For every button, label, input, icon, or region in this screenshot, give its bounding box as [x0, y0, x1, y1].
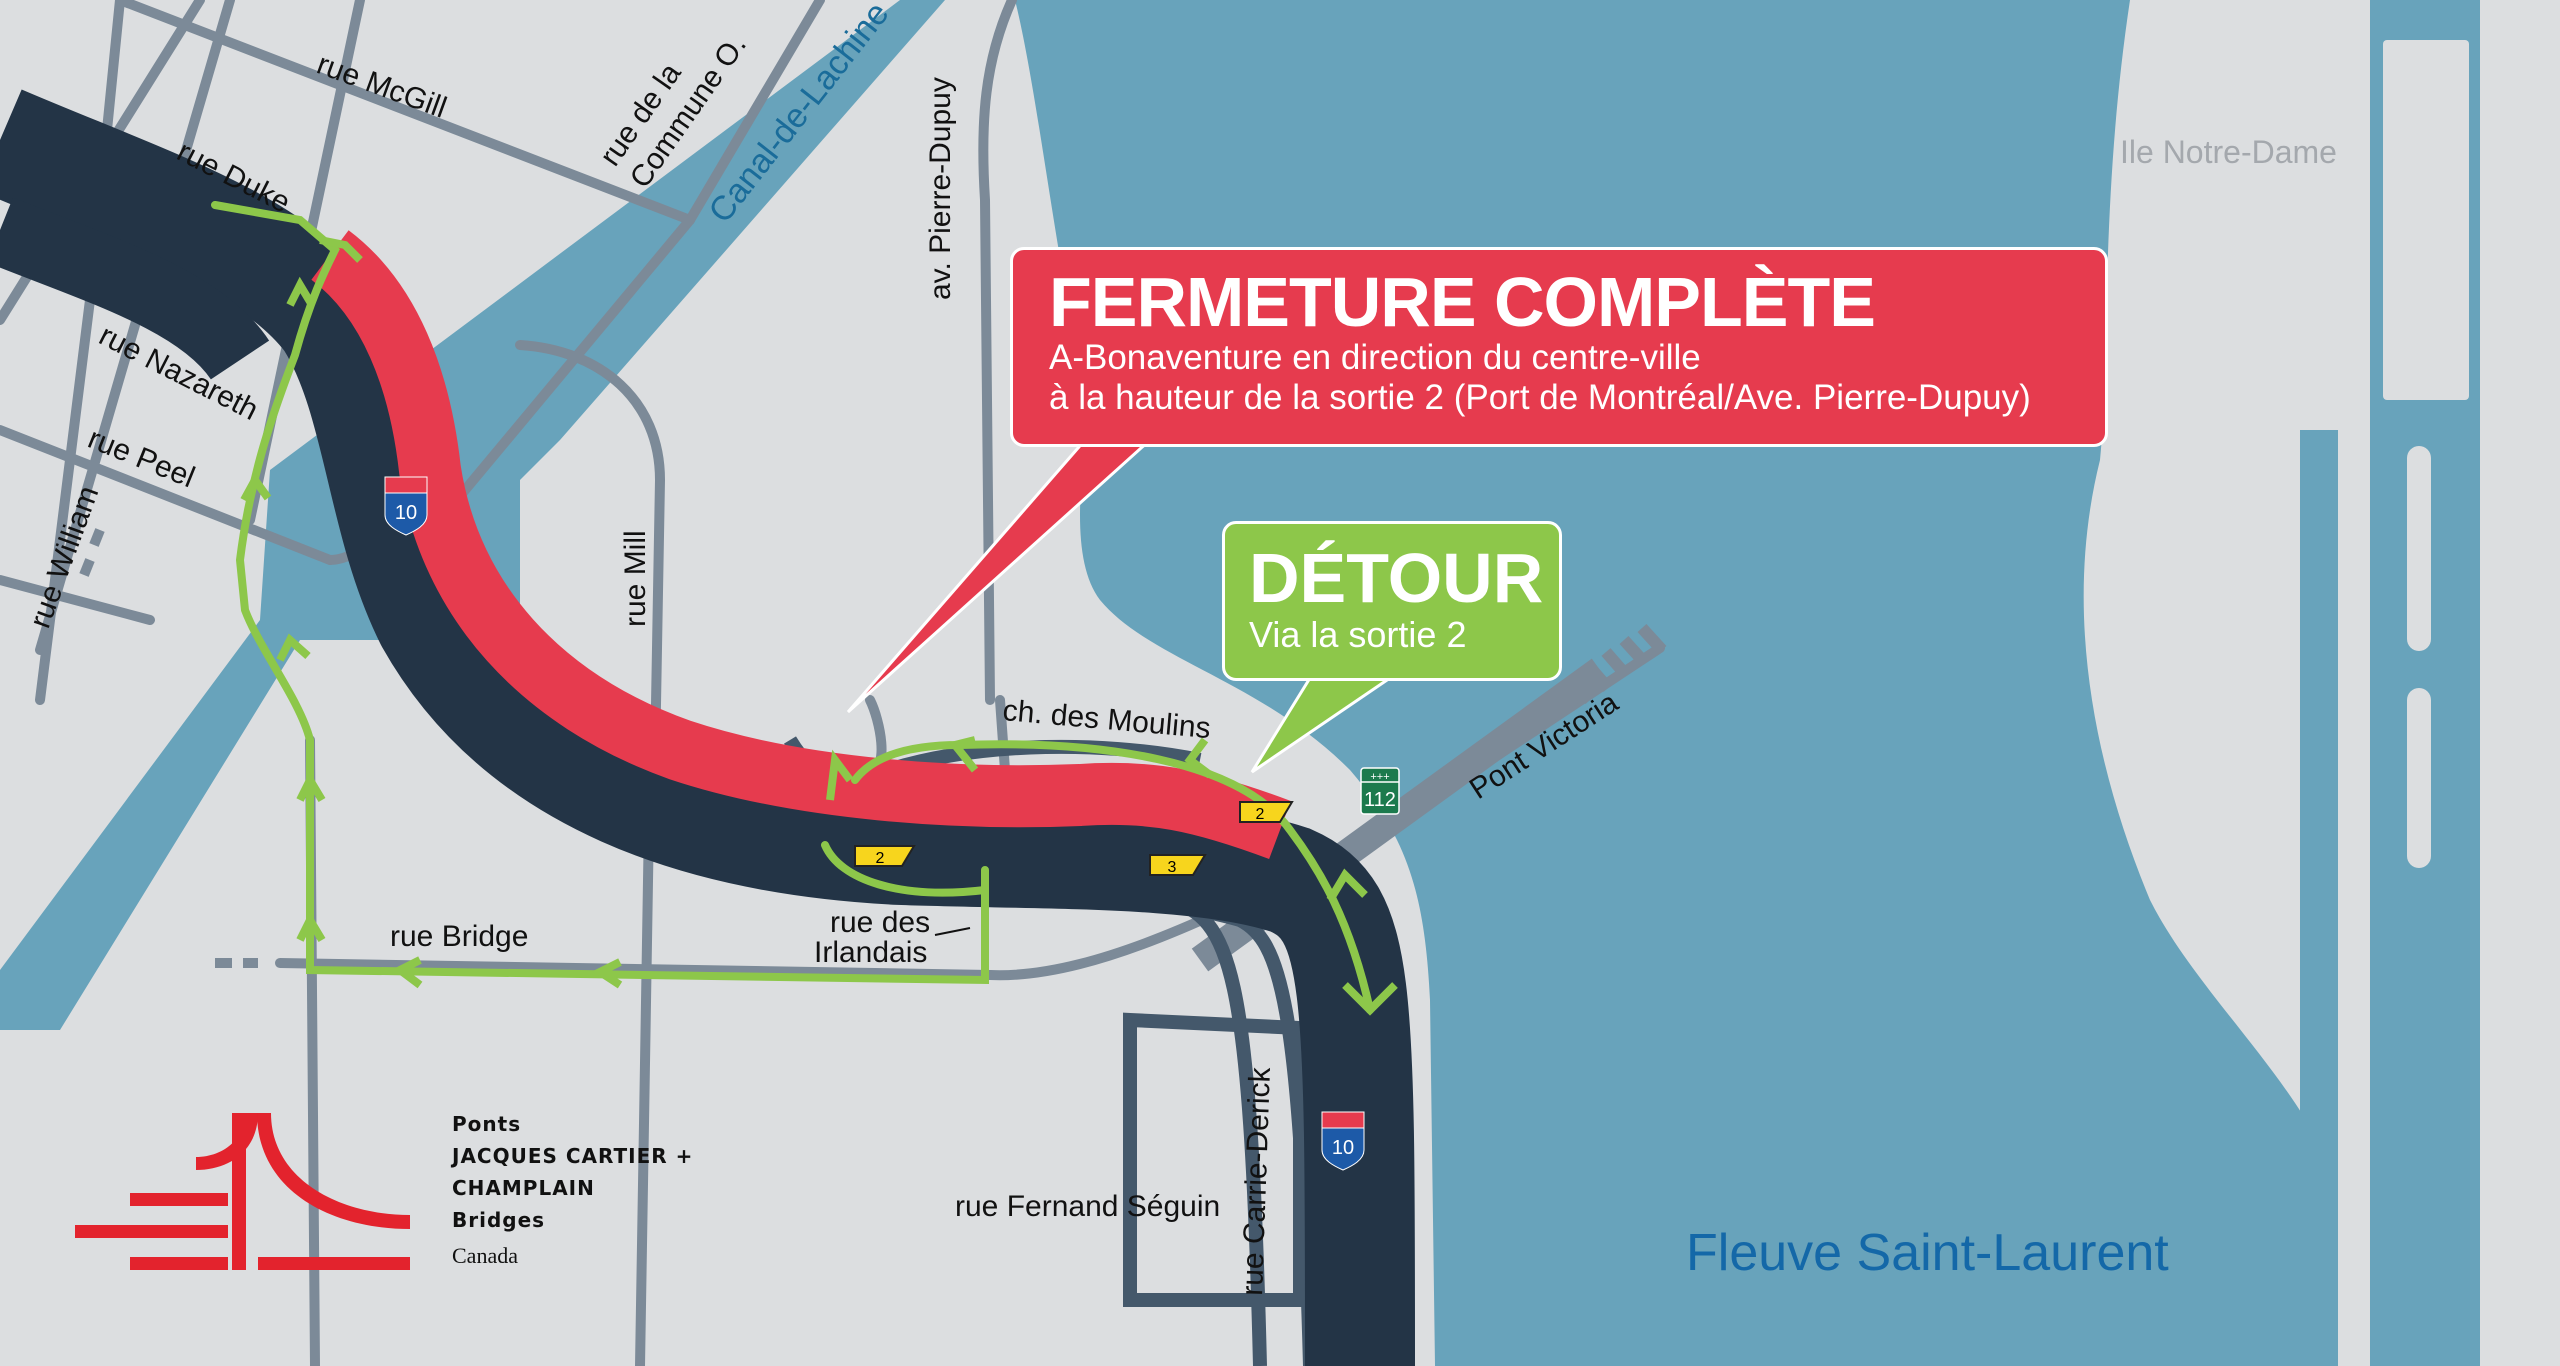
closure-line-1: A-Bonaventure en direction du centre-vil… — [1049, 338, 1701, 377]
a10-shield-top-icon: 10 — [384, 476, 428, 536]
exit-sign-3: 3 — [1149, 854, 1207, 876]
irlandais-leader-line — [934, 927, 971, 936]
closure-callout: FERMETURE COMPLÈTE A-Bonaventure en dire… — [1010, 247, 2108, 447]
detour-callout: DÉTOUR Via la sortie 2 — [1222, 521, 1562, 681]
label-av-pierre-dupuy: av. Pierre-Dupuy — [924, 77, 957, 300]
logo-line-bridges: Bridges — [452, 1208, 546, 1232]
channel-thin — [2336, 430, 2368, 1366]
label-rue-carrie-derick: rue Carrie-Derick — [1236, 1066, 1277, 1296]
logo-line-ponts: Ponts — [452, 1112, 522, 1136]
exit-sign-2-right: 2 — [1239, 801, 1294, 823]
island-strip-top — [2383, 40, 2469, 400]
ile-notre-dame — [2083, 0, 2370, 1366]
svg-text:+++: +++ — [1370, 771, 1389, 783]
closed-section — [310, 230, 1291, 860]
svg-text:2: 2 — [876, 850, 885, 867]
jacques-cartier-champlain-logo-icon — [75, 1113, 410, 1270]
svg-text:2: 2 — [1256, 806, 1265, 823]
detour-title: DÉTOUR — [1249, 539, 1544, 617]
canada-wordmark: Canada — [452, 1243, 518, 1268]
pont-victoria-dashes — [1565, 623, 1667, 705]
label-rue-fernand-seguin: rue Fernand Séguin — [955, 1190, 1220, 1223]
label-rue-mill: rue Mill — [619, 530, 652, 627]
svg-text:10: 10 — [1332, 1137, 1354, 1159]
svg-text:3: 3 — [1168, 859, 1177, 876]
route-112-shield-icon: +++ 112 — [1360, 767, 1400, 815]
island-strip-1 — [2407, 446, 2431, 651]
logo-line-jacques-cartier: JACQUES CARTIER + — [452, 1144, 694, 1168]
closure-line-2: à la hauteur de la sortie 2 (Port de Mon… — [1049, 378, 2031, 417]
label-rue-des-irlandais-2: Irlandais — [814, 936, 927, 969]
detour-arrows — [240, 236, 1398, 1016]
label-rue-bridge: rue Bridge — [390, 920, 528, 953]
a10-shield-bottom-icon: 10 — [1321, 1111, 1365, 1171]
label-ile-notre-dame: Ile Notre-Dame — [2120, 134, 2337, 170]
island-strip-2 — [2407, 688, 2431, 868]
logo-text: Ponts JACQUES CARTIER + CHAMPLAIN Bridge… — [452, 1108, 693, 1272]
closure-title: FERMETURE COMPLÈTE — [1049, 263, 1876, 341]
land-right-edge — [2480, 0, 2560, 1366]
label-rue-des-irlandais-1: rue des — [830, 906, 930, 939]
highway-a10-ramp — [0, 197, 270, 381]
logo-line-champlain: CHAMPLAIN — [452, 1176, 595, 1200]
svg-text:10: 10 — [395, 502, 417, 524]
channel-thin-water — [2300, 430, 2338, 1366]
svg-text:112: 112 — [1364, 789, 1396, 811]
label-fleuve-saint-laurent: Fleuve Saint-Laurent — [1686, 1224, 2169, 1282]
street-stubs — [79, 528, 258, 968]
exit-sign-2-left: 2 — [854, 845, 916, 867]
detour-subtitle: Via la sortie 2 — [1249, 614, 1467, 655]
canal-de-lachine — [0, 0, 945, 1030]
